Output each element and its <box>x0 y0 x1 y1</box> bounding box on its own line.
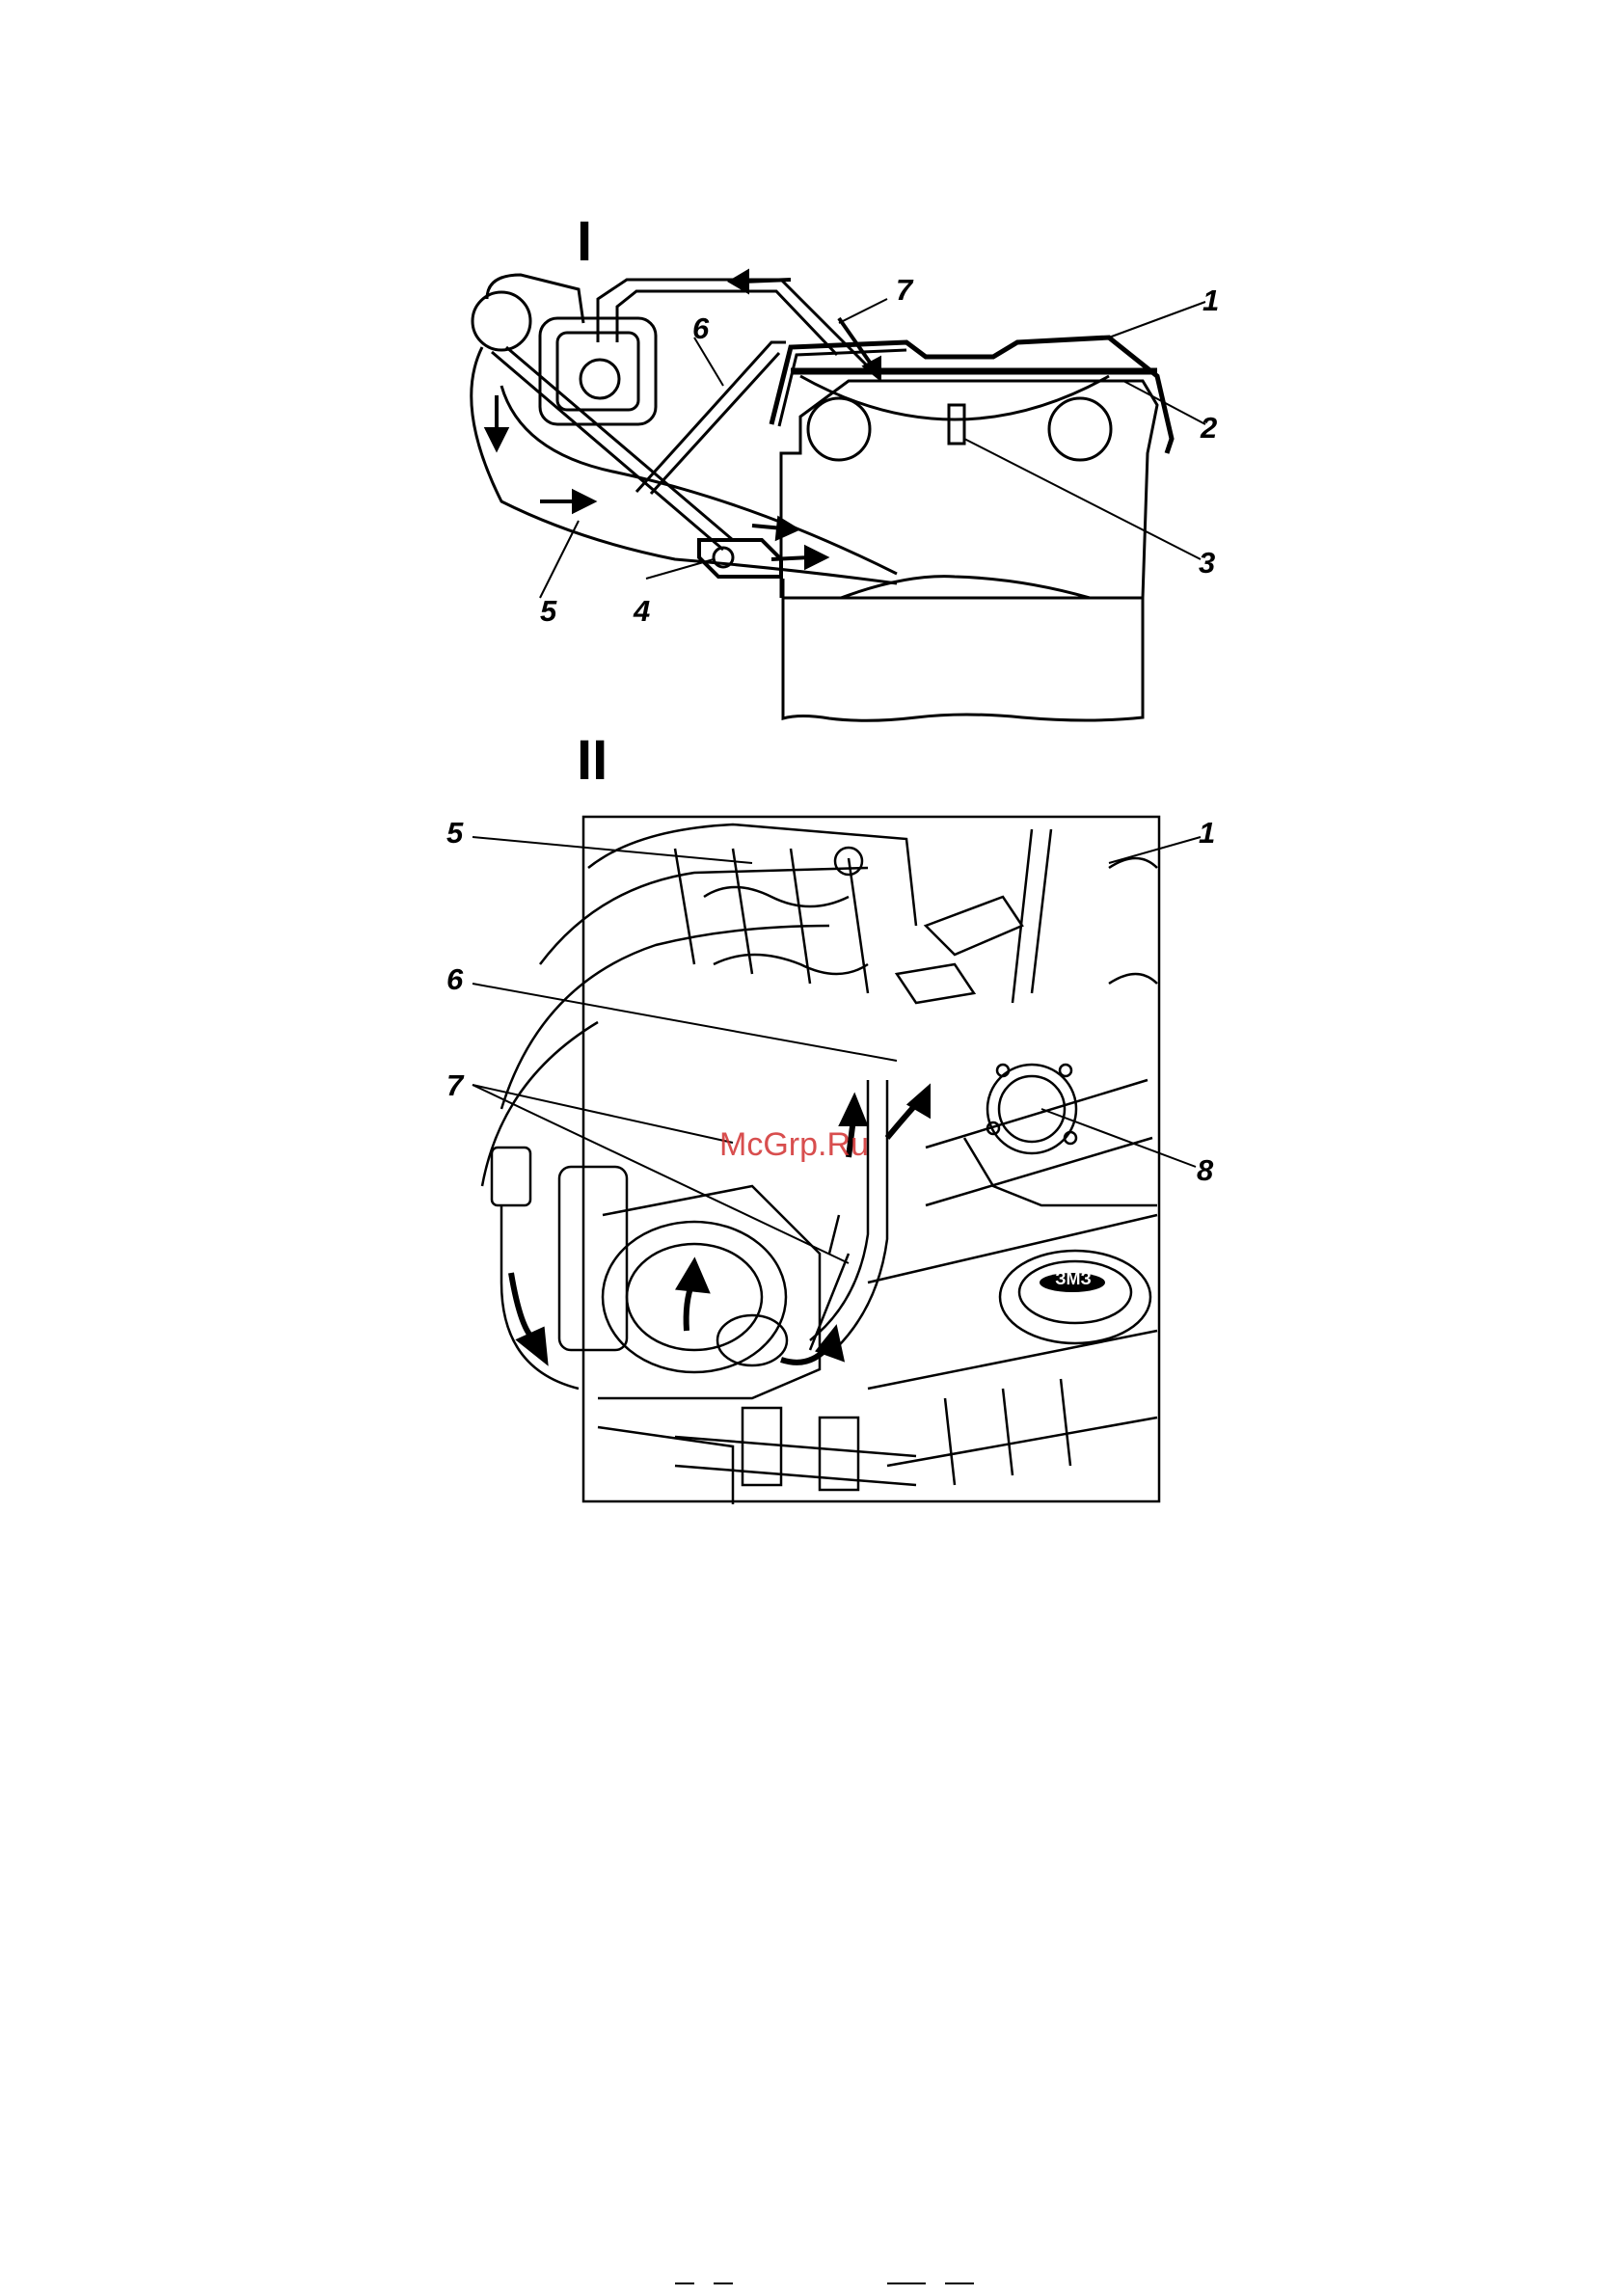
figure-II-callout-7: 7 <box>446 1070 463 1100</box>
pcv-valve-8 <box>987 1065 1076 1153</box>
figure-II-callout-8: 8 <box>1197 1155 1213 1185</box>
figure-II-callout-5: 5 <box>446 818 463 848</box>
oil-cap-logo: ЗМЗ <box>1048 1269 1098 1289</box>
figure-II-callout-6: 6 <box>446 964 463 994</box>
watermark: McGrp.Ru <box>719 1126 869 1164</box>
figure-II-callout-1: 1 <box>1199 818 1215 848</box>
oil-filler-cap <box>1000 1251 1150 1343</box>
